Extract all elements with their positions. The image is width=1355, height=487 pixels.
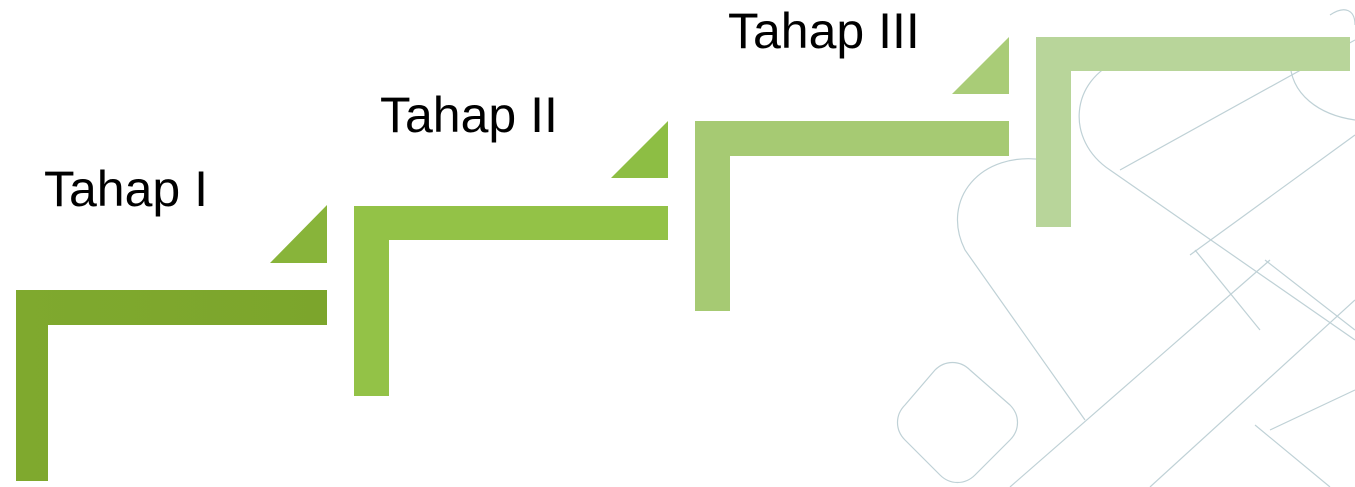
- step-2-bracket: [354, 206, 668, 396]
- background-line: [1329, 9, 1355, 26]
- step-1: [16, 205, 327, 481]
- background-line: [1194, 249, 1261, 331]
- step-2-triangle: [611, 121, 668, 178]
- step-2: [354, 121, 668, 396]
- background-line: [1269, 389, 1355, 431]
- background-line: [1149, 299, 1355, 487]
- step-1-bracket: [16, 290, 327, 481]
- background-line: [896, 361, 1019, 484]
- background-line: [1254, 424, 1331, 487]
- background-line: [956, 158, 1086, 421]
- step-4-bracket: [1036, 37, 1350, 227]
- step-1-triangle: [270, 205, 327, 263]
- step-3: [695, 37, 1009, 311]
- step-2-label: Tahap II: [380, 87, 558, 143]
- step-1-label: Tahap I: [44, 161, 209, 217]
- background-line: [1189, 134, 1355, 256]
- step-3-triangle: [952, 37, 1009, 94]
- step-3-label: Tahap III: [728, 3, 920, 59]
- background-line: [1009, 259, 1271, 487]
- background-line: [1264, 259, 1355, 331]
- step-4: [1036, 37, 1350, 227]
- step-3-bracket: [695, 121, 1009, 311]
